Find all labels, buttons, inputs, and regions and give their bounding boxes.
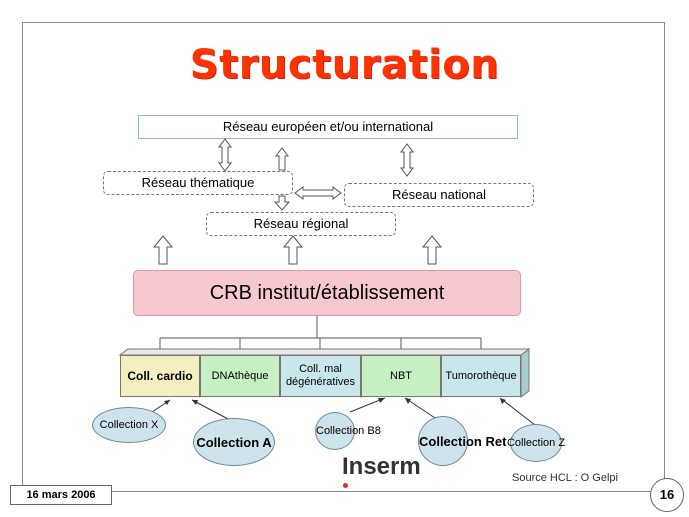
tile-coll-cardio: Coll. cardio (120, 355, 200, 397)
slide-date: 16 mars 2006 (10, 485, 112, 505)
tile-nbt: NBT (361, 355, 441, 397)
collection-z: Collection Z (507, 424, 565, 462)
horizontal-double-arrow-icon (294, 186, 342, 200)
network-international-box: Réseau européen et/ou international (138, 115, 518, 139)
network-regional-box: Réseau régional (206, 212, 396, 236)
tile-dnatheque: DNAthèque (200, 355, 280, 397)
source-credit: Source HCL : O Gelpi (512, 472, 618, 484)
network-national-box: Réseau national (344, 183, 534, 207)
up-arrow-icon (275, 147, 289, 171)
page-number: 16 (650, 478, 684, 512)
collection-b8: Collection B8 (315, 412, 381, 450)
crb-box: CRB institut/établissement (133, 270, 521, 316)
down-arrow-icon (273, 195, 291, 211)
collection-a: Collection A (193, 418, 275, 466)
up-arrow-icon (283, 235, 303, 265)
double-arrow-icon (400, 143, 414, 177)
logo-dot-icon (343, 483, 348, 488)
double-arrow-icon (218, 138, 232, 172)
collection-ret: Collection Ret (418, 416, 506, 466)
inserm-logo: Inserm (342, 453, 421, 480)
tile-tumorotheque: Tumorothèque (441, 355, 521, 397)
collection-x: Collection X (92, 407, 166, 443)
slide-frame (22, 22, 665, 492)
slide-title: Structuration (189, 42, 500, 88)
up-arrow-icon (153, 235, 173, 265)
network-thematic-box: Réseau thématique (103, 171, 293, 195)
tile-coll-mal-degeneratives: Coll. mal dégénératives (280, 355, 361, 397)
up-arrow-icon (422, 235, 442, 265)
